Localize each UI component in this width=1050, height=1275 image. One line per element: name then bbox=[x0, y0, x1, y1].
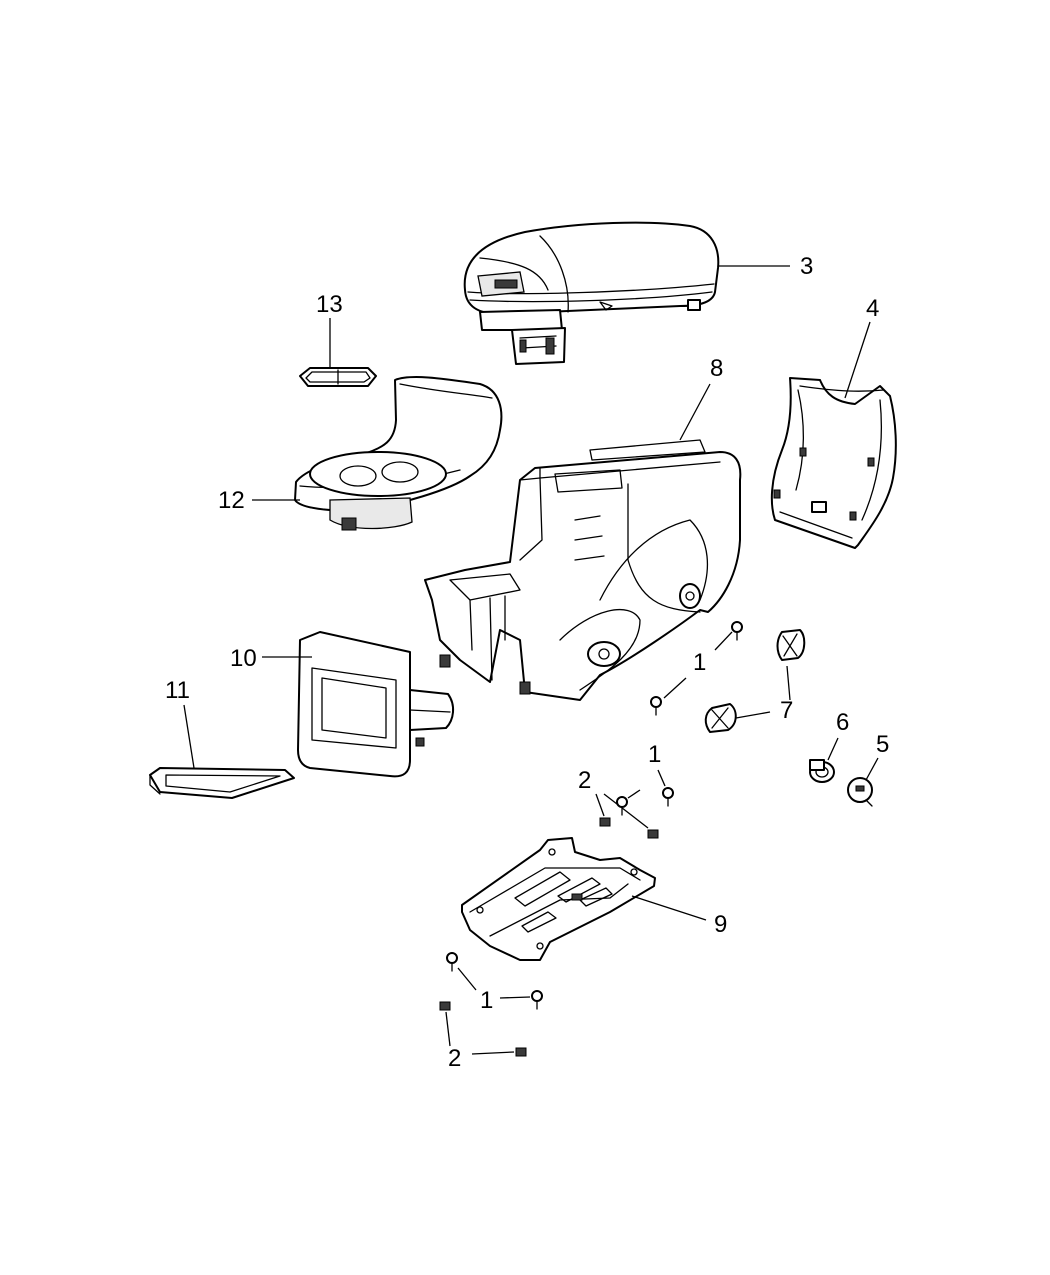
clip-2a-right bbox=[647, 829, 659, 839]
leader-2b-right bbox=[471, 1051, 515, 1055]
screw-1c-left bbox=[446, 952, 458, 972]
callout-5: 5 bbox=[876, 731, 889, 758]
storage-tray-mat bbox=[149, 767, 295, 799]
callout-10: 10 bbox=[230, 645, 257, 672]
leader-1b-left bbox=[627, 789, 641, 799]
callout-7: 7 bbox=[780, 697, 793, 724]
base-bracket bbox=[461, 837, 656, 961]
leader-1a-lower bbox=[663, 677, 687, 699]
leader-7-lower bbox=[735, 711, 771, 719]
callout-8: 8 bbox=[710, 355, 723, 382]
console-body bbox=[424, 439, 742, 701]
leader-1c-left bbox=[457, 967, 477, 991]
plug-upper bbox=[776, 629, 806, 661]
callout-12: 12 bbox=[218, 487, 245, 514]
clip-2b-left bbox=[439, 1001, 451, 1011]
leader-11 bbox=[183, 704, 195, 769]
callout-2b: 2 bbox=[448, 1045, 461, 1072]
clip-2b-right bbox=[515, 1047, 527, 1057]
cupholder-bezel bbox=[294, 376, 503, 531]
callout-2a: 2 bbox=[578, 767, 591, 794]
leader-1a-upper bbox=[714, 631, 733, 651]
leader-2a-right bbox=[603, 793, 649, 829]
clip-2a-left bbox=[599, 817, 611, 827]
screw-1c-right bbox=[531, 990, 543, 1010]
leader-8 bbox=[679, 383, 711, 441]
leader-4 bbox=[844, 321, 871, 399]
leader-6 bbox=[827, 737, 839, 761]
leader-5 bbox=[865, 757, 879, 781]
leader-7-upper bbox=[786, 665, 791, 701]
screw-1b-right bbox=[662, 787, 674, 807]
callout-1a: 1 bbox=[693, 649, 706, 676]
side-trim-panel bbox=[770, 377, 897, 549]
leader-9 bbox=[631, 895, 707, 921]
armrest-lid bbox=[463, 221, 720, 365]
callout-1b: 1 bbox=[648, 741, 661, 768]
callout-4: 4 bbox=[866, 295, 879, 322]
callout-13: 13 bbox=[316, 291, 343, 318]
screw-1b-left bbox=[616, 796, 628, 816]
leader-2b-left bbox=[445, 1011, 451, 1047]
callout-11: 11 bbox=[165, 677, 190, 704]
cupholder-mat bbox=[299, 367, 377, 387]
front-bezel bbox=[297, 631, 454, 778]
leader-1b-right bbox=[657, 769, 666, 787]
leader-2a-left bbox=[595, 793, 605, 817]
screw-1a-upper bbox=[731, 621, 743, 641]
power-socket bbox=[809, 759, 835, 783]
callout-6: 6 bbox=[836, 709, 849, 736]
plug-lower bbox=[704, 703, 737, 733]
screw-1a-lower bbox=[650, 696, 662, 716]
callout-9: 9 bbox=[714, 911, 727, 938]
leader-1c-right bbox=[499, 996, 531, 999]
callout-3: 3 bbox=[800, 253, 813, 280]
usb-port bbox=[847, 777, 873, 807]
callout-1c: 1 bbox=[480, 987, 493, 1014]
